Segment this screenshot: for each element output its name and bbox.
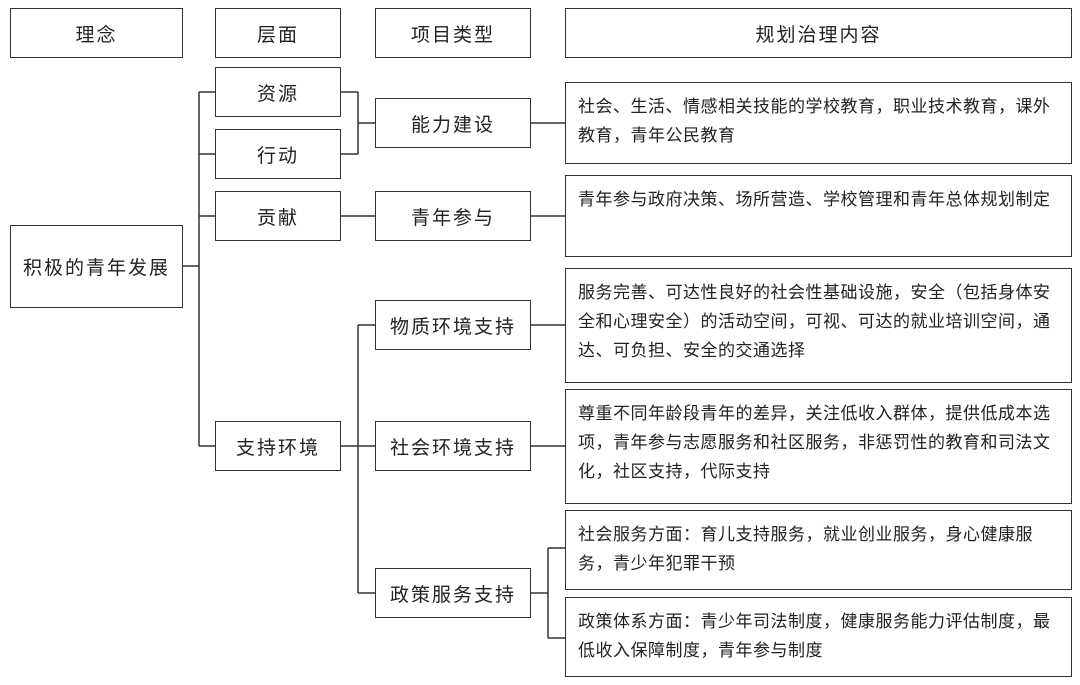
type-capacity: 能力建设	[375, 98, 531, 148]
content-capacity-text: 社会、生活、情感相关技能的学校教育，职业技术教育，课外教育，青年公民教育	[578, 97, 1051, 146]
content-social-env-text: 尊重不同年龄段青年的差异，关注低收入群体，提供低成本选项，青年参与志愿服务和社区…	[578, 404, 1051, 482]
concept-box: 积极的青年发展	[10, 225, 183, 308]
level-resource: 资源	[215, 67, 341, 117]
header-concept-label: 理念	[75, 23, 118, 46]
header-project-type: 项目类型	[375, 8, 531, 58]
level-support-env-label: 支持环境	[235, 436, 320, 459]
type-capacity-label: 能力建设	[410, 113, 495, 136]
content-youth-participation: 青年参与政府决策、场所营造、学校管理和青年总体规划制定	[565, 175, 1072, 257]
header-content: 规划治理内容	[565, 8, 1072, 58]
type-policy-service: 政策服务支持	[375, 568, 531, 618]
level-support-env: 支持环境	[215, 421, 341, 471]
content-capacity: 社会、生活、情感相关技能的学校教育，职业技术教育，课外教育，青年公民教育	[565, 82, 1072, 164]
content-policy-system-text: 政策体系方面：青少年司法制度，健康服务能力评估制度，最低收入保障制度，青年参与制…	[578, 612, 1051, 661]
header-level-label: 层面	[256, 23, 299, 46]
type-social-env-label: 社会环境支持	[389, 436, 516, 459]
content-social-env: 尊重不同年龄段青年的差异，关注低收入群体，提供低成本选项，青年参与志愿服务和社区…	[565, 389, 1072, 504]
type-social-env: 社会环境支持	[375, 421, 531, 471]
level-action: 行动	[215, 129, 341, 179]
type-youth-participation-label: 青年参与	[410, 206, 495, 229]
content-physical-env: 服务完善、可达性良好的社会性基础设施，安全（包括身体安全和心理安全）的活动空间，…	[565, 268, 1072, 383]
header-level: 层面	[215, 8, 341, 58]
content-physical-env-text: 服务完善、可达性良好的社会性基础设施，安全（包括身体安全和心理安全）的活动空间，…	[578, 283, 1051, 361]
content-policy-system: 政策体系方面：青少年司法制度，健康服务能力评估制度，最低收入保障制度，青年参与制…	[565, 597, 1072, 677]
type-policy-service-label: 政策服务支持	[389, 583, 516, 606]
content-youth-participation-text: 青年参与政府决策、场所营造、学校管理和青年总体规划制定	[578, 190, 1051, 210]
level-contribution: 贡献	[215, 191, 341, 241]
type-physical-env: 物质环境支持	[375, 300, 531, 350]
level-contribution-label: 贡献	[256, 206, 299, 229]
type-physical-env-label: 物质环境支持	[389, 315, 516, 338]
level-action-label: 行动	[256, 144, 299, 167]
content-policy-social-service-text: 社会服务方面：育儿支持服务，就业创业服务，身心健康服务，青少年犯罪干预	[578, 525, 1033, 574]
level-resource-label: 资源	[256, 82, 299, 105]
header-project-type-label: 项目类型	[410, 23, 495, 46]
header-concept: 理念	[10, 8, 183, 58]
content-policy-social-service: 社会服务方面：育儿支持服务，就业创业服务，身心健康服务，青少年犯罪干预	[565, 510, 1072, 590]
type-youth-participation: 青年参与	[375, 191, 531, 241]
header-content-label: 规划治理内容	[755, 23, 882, 46]
concept-label: 积极的青年发展	[22, 257, 170, 279]
